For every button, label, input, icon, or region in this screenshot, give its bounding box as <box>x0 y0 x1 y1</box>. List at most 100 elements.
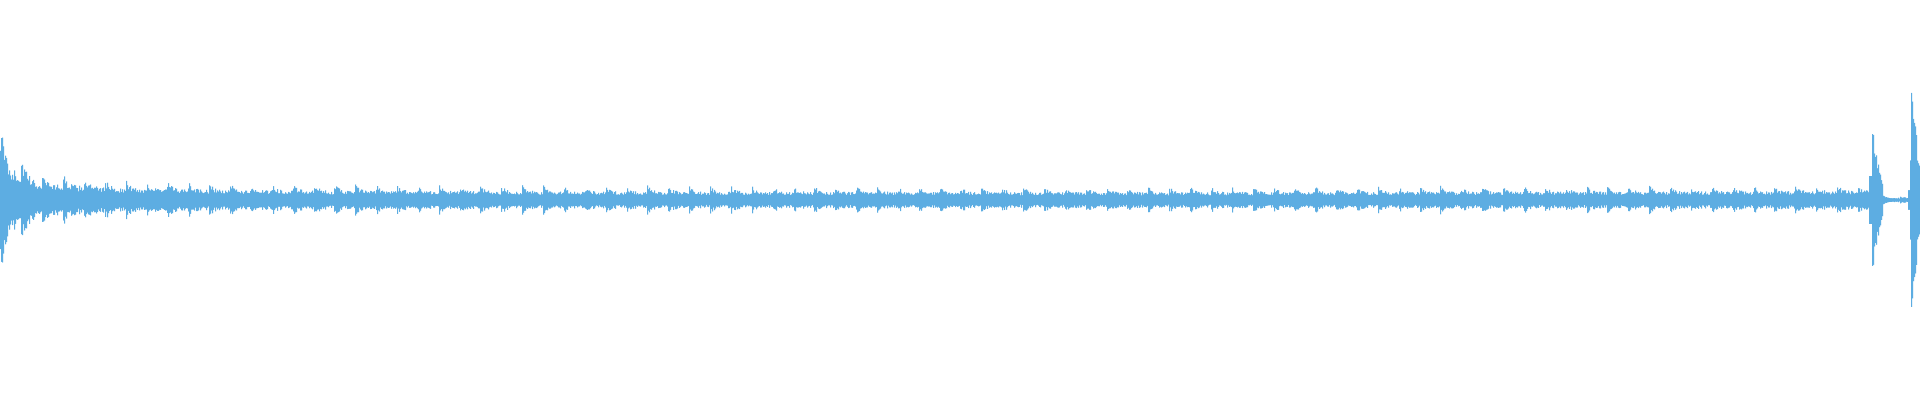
waveform-sample-bar <box>486 192 488 208</box>
waveform-sample-bar <box>584 192 586 208</box>
waveform-sample-bar <box>518 194 520 206</box>
waveform-sample-bar <box>504 188 506 212</box>
waveform-sample-bar <box>86 185 88 215</box>
waveform-sample-bar <box>930 192 932 208</box>
waveform-sample-bar <box>36 186 38 214</box>
waveform-sample-bar <box>960 191 962 209</box>
waveform-sample-bar <box>1801 192 1803 208</box>
waveform-sample-bar <box>1587 186 1589 214</box>
waveform-sample-bar <box>87 187 89 213</box>
waveform-sample-bar <box>1377 194 1379 206</box>
waveform-sample-bar <box>1693 192 1695 208</box>
waveform-sample-bar <box>1570 193 1572 207</box>
waveform-sample-bar <box>1550 192 1552 208</box>
waveform-sample-bar <box>206 189 208 211</box>
waveform-sample-bar <box>1523 191 1525 209</box>
waveform-sample-bar <box>1011 194 1013 206</box>
waveform-sample-bar <box>1611 191 1613 209</box>
waveform-sample-bar <box>163 190 165 210</box>
waveform-sample-bar <box>722 194 724 206</box>
waveform-sample-bar <box>1460 192 1462 208</box>
waveform-sample-bar <box>1349 194 1351 206</box>
waveform-sample-bar <box>148 188 150 212</box>
waveform-sample-bar <box>696 194 698 207</box>
waveform-sample-bar <box>1240 192 1242 208</box>
waveform-sample-bar <box>1287 193 1289 207</box>
waveform-sample-bar <box>1675 190 1677 210</box>
waveform-sample-bar <box>989 192 991 208</box>
waveform-sample-bar <box>371 191 373 209</box>
waveform-sample-bar <box>1339 192 1341 208</box>
waveform-sample-bar <box>1394 193 1396 207</box>
waveform-sample-bar <box>1715 191 1717 209</box>
waveform-sample-bar <box>1597 192 1599 208</box>
waveform-sample-bar <box>1845 190 1847 210</box>
waveform-sample-bar <box>1626 192 1628 208</box>
waveform-sample-bar <box>1383 192 1385 208</box>
waveform-sample-bar <box>902 193 904 207</box>
waveform-sample-bar <box>1055 193 1057 207</box>
waveform-sample-bar <box>1342 191 1344 210</box>
waveform-sample-bar <box>1313 192 1315 208</box>
waveform-sample-bar <box>458 193 460 207</box>
waveform-sample-bar <box>283 193 285 207</box>
waveform-sample-bar <box>1245 192 1247 208</box>
waveform-sample-bar <box>1716 190 1718 210</box>
waveform-sample-bar <box>16 180 18 220</box>
waveform-sample-bar <box>1572 192 1574 208</box>
waveform-sample-bar <box>1007 192 1009 208</box>
waveform-sample-bar <box>641 194 643 206</box>
waveform-sample-bar <box>508 193 510 207</box>
waveform-sample-bar <box>809 194 811 206</box>
waveform-sample-bar <box>587 190 589 210</box>
waveform-sample-bar <box>254 191 256 209</box>
waveform-sample-bar <box>1509 193 1511 207</box>
waveform-sample-bar <box>533 193 535 207</box>
waveform-sample-bar <box>939 192 941 208</box>
waveform-sample-bar <box>1375 194 1377 207</box>
waveform-sample-bar <box>1014 192 1016 208</box>
waveform-sample-bar <box>662 194 664 206</box>
waveform-sample-bar <box>1366 193 1368 207</box>
waveform-sample-bar <box>1588 187 1590 213</box>
waveform-sample-bar <box>739 190 741 210</box>
waveform-sample-bar <box>1072 192 1074 208</box>
waveform-sample-bar <box>1447 192 1449 208</box>
waveform-sample-bar <box>665 194 667 206</box>
waveform-sample-bar <box>553 193 555 207</box>
waveform-sample-bar <box>1575 192 1577 208</box>
waveform-sample-bar <box>1562 193 1564 207</box>
waveform-sample-bar <box>131 191 133 209</box>
waveform-sample-bar <box>829 194 831 206</box>
waveform-sample-bar <box>78 191 80 209</box>
waveform-sample-bar <box>615 191 617 209</box>
waveform-sample-bar <box>1558 192 1560 208</box>
waveform-sample-bar <box>1095 191 1097 209</box>
waveform-sample-bar <box>39 186 41 214</box>
waveform-sample-bar <box>79 185 81 215</box>
waveform-sample-bar <box>576 193 578 207</box>
waveform-sample-bar <box>460 189 462 211</box>
waveform-sample-bar <box>325 190 327 210</box>
waveform-sample-bar <box>1810 193 1812 207</box>
waveform-sample-bar <box>179 193 181 207</box>
waveform-sample-bar <box>1831 193 1833 207</box>
waveform-sample-bar <box>1598 193 1600 207</box>
waveform-sample-bar <box>403 190 405 210</box>
waveform-sample-bar <box>1526 189 1528 211</box>
waveform-sample-bar <box>1581 193 1583 207</box>
waveform-sample-bar <box>212 186 214 214</box>
waveform-sample-bar <box>1098 193 1100 207</box>
waveform-sample-bar <box>531 193 533 207</box>
waveform-sample-bar <box>1507 190 1509 210</box>
waveform-sample-bar <box>616 194 618 206</box>
waveform-sample-bar <box>685 192 687 208</box>
waveform-sample-bar <box>1906 198 1908 202</box>
waveform-sample-bar <box>138 192 140 208</box>
waveform-sample-bar <box>1042 194 1044 206</box>
waveform-sample-bar <box>1660 192 1662 208</box>
waveform-sample-bar <box>792 192 794 208</box>
waveform-sample-bar <box>1008 194 1010 206</box>
waveform-sample-bar <box>1424 192 1426 208</box>
